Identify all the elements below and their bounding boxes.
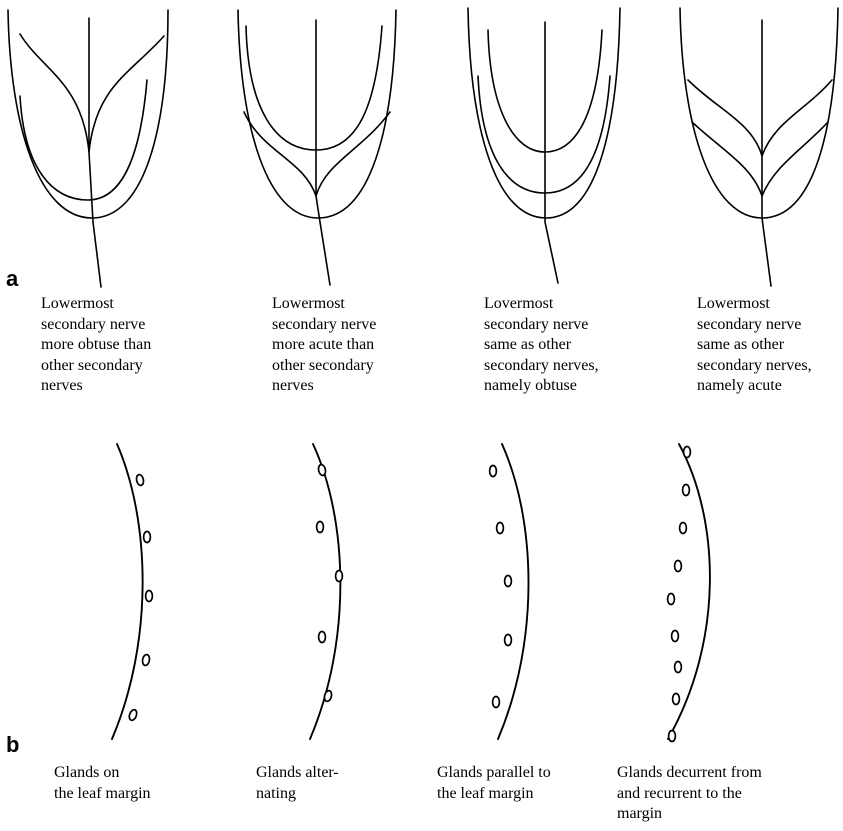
panel-a-label: a (6, 268, 18, 290)
gland (142, 654, 151, 666)
leaf-margin (498, 444, 529, 739)
gland (336, 571, 343, 582)
margin-diagram-1 (112, 444, 152, 739)
gland (673, 694, 680, 705)
gland (146, 591, 153, 602)
lowermost-secondary-nerve (478, 76, 610, 193)
caption-b-1: Glands on the leaf margin (54, 763, 151, 804)
margin-diagram-4 (668, 444, 710, 742)
gland (144, 532, 151, 543)
leaf-base-1 (8, 10, 168, 287)
gland (317, 522, 324, 533)
panel-b-label: b (6, 734, 19, 756)
leaf-base-2 (238, 10, 396, 285)
leaf-base-4 (680, 8, 838, 286)
gland (490, 466, 497, 477)
leaf-outline (680, 8, 838, 218)
gland (505, 635, 512, 646)
leaf-margin (112, 444, 143, 739)
caption-a-1: Lowermost secondary nerve more obtuse th… (41, 294, 151, 397)
gland (684, 447, 691, 458)
leaf-outline (8, 10, 168, 218)
gland (683, 485, 690, 496)
caption-b-3: Glands parallel to the leaf margin (437, 763, 551, 804)
lowermost-secondary-nerve (244, 112, 390, 196)
gland (680, 523, 687, 534)
gland (319, 632, 326, 643)
caption-b-4: Glands decurrent from and recurrent to t… (617, 763, 762, 825)
secondary-nerve (688, 80, 832, 156)
gland (128, 709, 138, 722)
caption-b-2: Glands alter- nating (256, 763, 339, 804)
leaf-outline (468, 8, 620, 218)
gland (493, 697, 500, 708)
gland (669, 731, 676, 742)
leaf-base-3 (468, 8, 620, 283)
caption-a-3: Lovermost secondary nerve same as other … (484, 294, 599, 397)
secondary-nerve (20, 34, 164, 152)
gland (672, 631, 679, 642)
midrib (316, 20, 330, 285)
lowermost-secondary-nerve (20, 80, 147, 200)
gland (497, 523, 504, 534)
caption-a-4: Lowermost secondary nerve same as other … (697, 294, 812, 397)
gland (318, 464, 327, 476)
gland (675, 662, 682, 673)
secondary-nerve (246, 26, 382, 150)
leaf-outline (238, 10, 396, 218)
caption-a-2: Lowermost secondary nerve more acute tha… (272, 294, 376, 397)
gland (323, 690, 332, 702)
midrib (89, 18, 101, 287)
gland (675, 561, 682, 572)
gland (136, 474, 145, 486)
gland (668, 594, 675, 605)
margin-diagram-3 (490, 444, 529, 739)
gland (505, 576, 512, 587)
margin-diagram-2 (310, 444, 342, 739)
